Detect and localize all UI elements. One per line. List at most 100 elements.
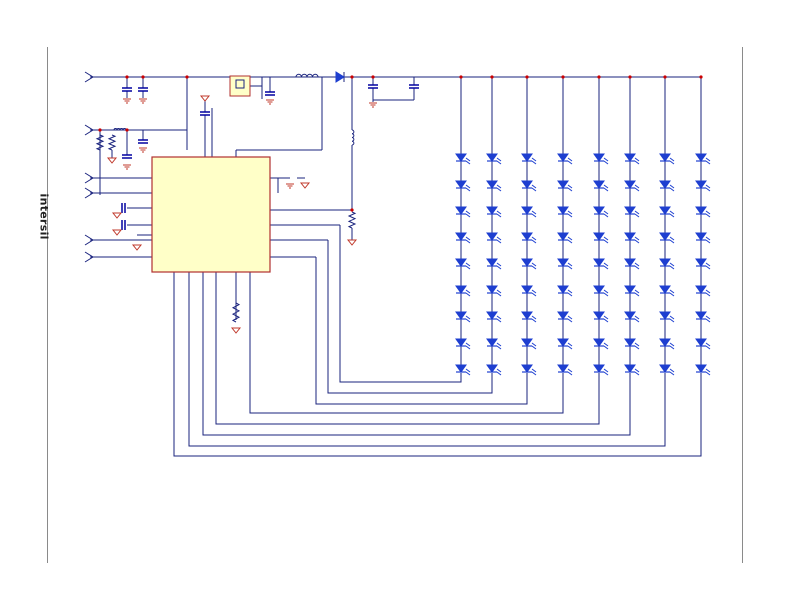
- led: [557, 364, 573, 376]
- led-emission-arrow: [531, 187, 537, 192]
- ground-triangle: [299, 182, 311, 189]
- input-port-arrow: [84, 172, 94, 184]
- inductor-turn: [351, 133, 355, 138]
- led-return-wire: [339, 225, 462, 383]
- led: [624, 180, 640, 192]
- ground-symbol: [123, 164, 131, 170]
- led-emission-arrow: [567, 265, 573, 270]
- led-triangle: [659, 285, 671, 294]
- led: [455, 258, 471, 270]
- led: [557, 258, 573, 270]
- led-emission-arrow: [603, 345, 609, 350]
- led-emission-arrow: [567, 342, 573, 347]
- led-triangle: [624, 232, 636, 241]
- led-triangle: [557, 180, 569, 189]
- schottky-diode: [335, 71, 345, 83]
- led-emission-arrow: [603, 289, 609, 294]
- led-emission-arrow: [705, 368, 711, 373]
- junction-dot: [561, 75, 565, 79]
- led-emission-arrow: [496, 315, 502, 320]
- junction-dot: [525, 75, 529, 79]
- led: [521, 285, 537, 297]
- led: [695, 285, 711, 297]
- led-triangle: [486, 285, 498, 294]
- junction-dot: [141, 75, 145, 79]
- ground-triangle: [111, 229, 123, 236]
- led-emission-arrow: [603, 239, 609, 244]
- led-triangle: [455, 153, 467, 162]
- led-emission-arrow: [496, 289, 502, 294]
- led-emission-arrow: [531, 345, 537, 350]
- led-return-wire: [215, 272, 600, 425]
- led-emission-arrow: [496, 265, 502, 270]
- led-emission-arrow: [705, 318, 711, 323]
- led-emission-arrow: [669, 315, 675, 320]
- led-triangle: [455, 338, 467, 347]
- led-triangle: [659, 258, 671, 267]
- led-emission-arrow: [634, 184, 640, 189]
- led-emission-arrow: [669, 371, 675, 376]
- led-emission-arrow: [603, 371, 609, 376]
- led-emission-arrow: [531, 210, 537, 215]
- led-triangle: [593, 285, 605, 294]
- led-emission-arrow: [465, 236, 471, 241]
- led-triangle: [695, 311, 707, 320]
- led: [695, 364, 711, 376]
- led: [659, 338, 675, 350]
- led: [695, 153, 711, 165]
- led-emission-arrow: [669, 236, 675, 241]
- led-triangle: [659, 180, 671, 189]
- led-triangle: [455, 285, 467, 294]
- led: [521, 364, 537, 376]
- led-emission-arrow: [531, 371, 537, 376]
- led-emission-arrow: [567, 239, 573, 244]
- capacitor: [121, 220, 126, 230]
- led-emission-arrow: [669, 239, 675, 244]
- led-emission-arrow: [531, 157, 537, 162]
- led-emission-arrow: [634, 315, 640, 320]
- led-return-wire: [327, 240, 493, 394]
- led: [659, 180, 675, 192]
- led: [624, 232, 640, 244]
- led-emission-arrow: [496, 213, 502, 218]
- led: [659, 206, 675, 218]
- led-emission-arrow: [496, 236, 502, 241]
- left-margin-rule: [47, 47, 48, 563]
- led-emission-arrow: [465, 318, 471, 323]
- led-triangle: [695, 232, 707, 241]
- led-emission-arrow: [531, 292, 537, 297]
- led-emission-arrow: [634, 160, 640, 165]
- junction-dot: [371, 75, 375, 79]
- led-emission-arrow: [634, 265, 640, 270]
- led-triangle: [521, 232, 533, 241]
- led: [593, 206, 609, 218]
- capacitor: [122, 154, 132, 159]
- inductor-turn: [351, 137, 355, 142]
- resistor: [95, 134, 105, 151]
- led: [695, 206, 711, 218]
- capacitor: [121, 203, 126, 213]
- led: [486, 311, 502, 323]
- led-emission-arrow: [669, 157, 675, 162]
- led-triangle: [486, 232, 498, 241]
- led-triangle: [695, 258, 707, 267]
- led-emission-arrow: [634, 345, 640, 350]
- mosfet-package: [229, 75, 251, 97]
- led-emission-arrow: [465, 239, 471, 244]
- led-triangle: [521, 206, 533, 215]
- led-emission-arrow: [531, 342, 537, 347]
- ground-triangle: [106, 157, 118, 164]
- led-emission-arrow: [531, 289, 537, 294]
- led: [695, 232, 711, 244]
- junction-dot: [663, 75, 667, 79]
- led: [593, 364, 609, 376]
- led-emission-arrow: [603, 157, 609, 162]
- led: [486, 364, 502, 376]
- components: [84, 71, 419, 334]
- led: [624, 153, 640, 165]
- led-emission-arrow: [669, 289, 675, 294]
- ground-symbol: [123, 98, 131, 104]
- led-triangle: [695, 206, 707, 215]
- led-emission-arrow: [496, 239, 502, 244]
